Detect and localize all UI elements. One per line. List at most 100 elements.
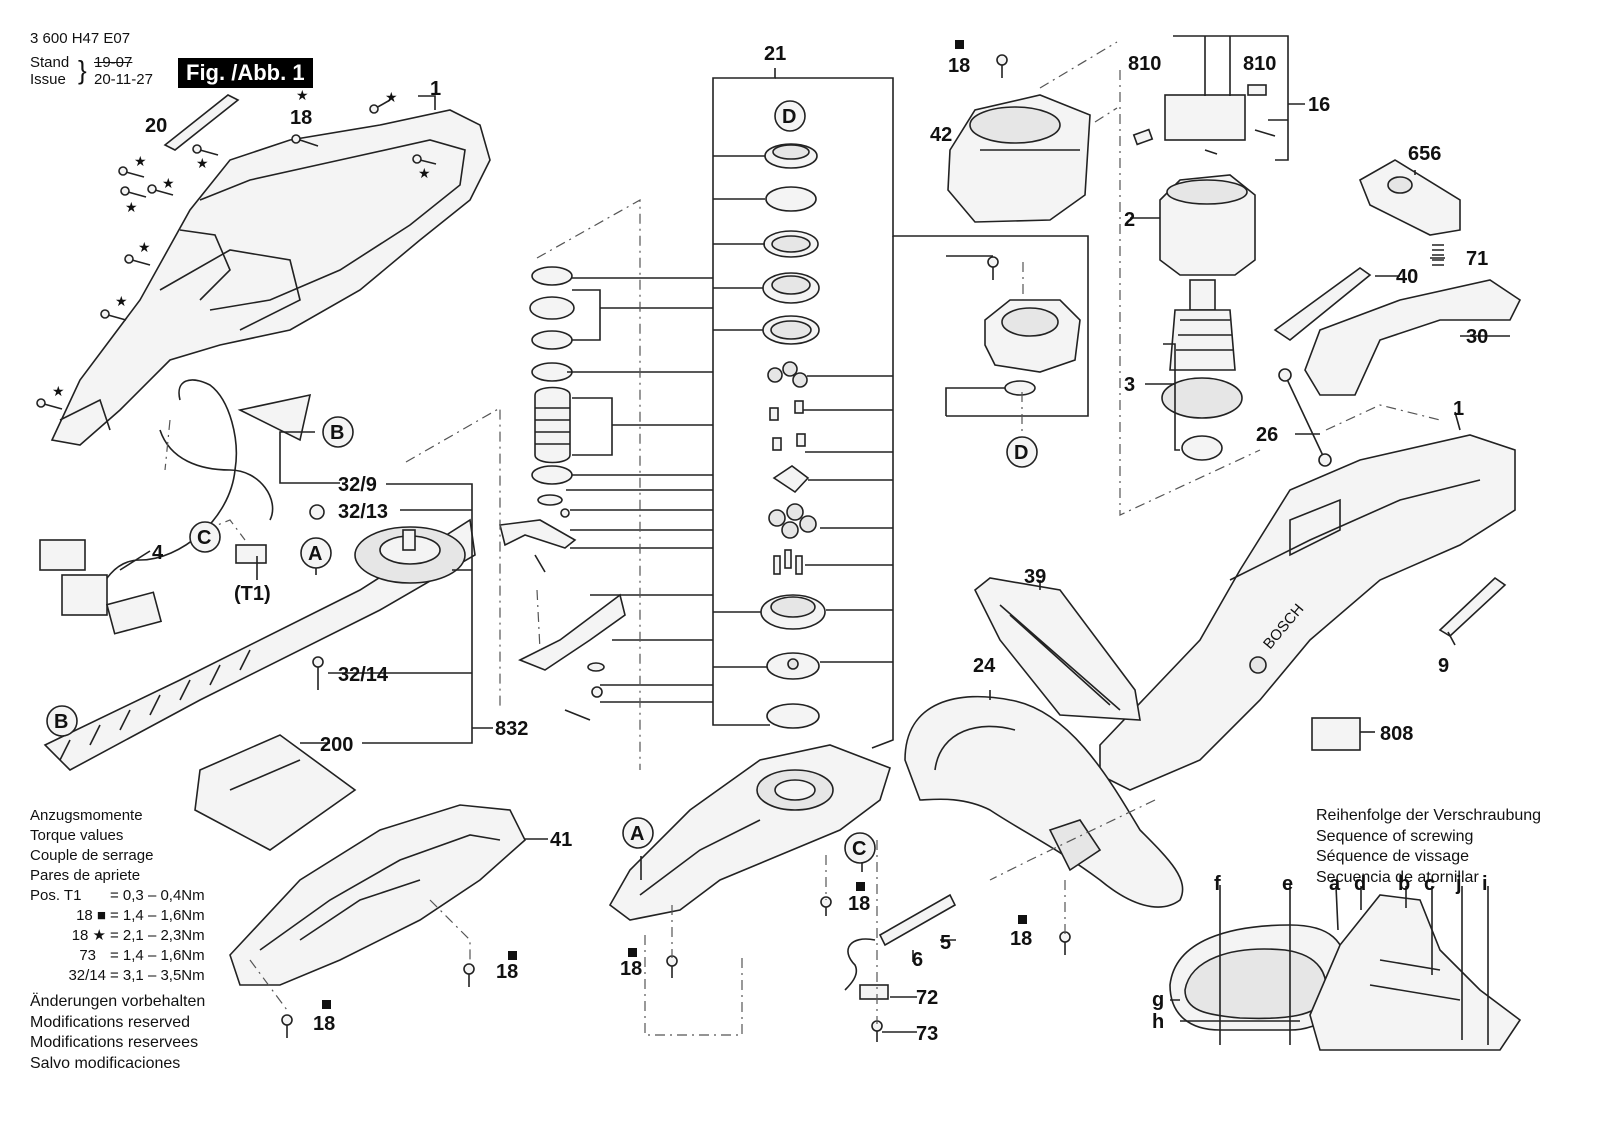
screw-group-star [36,99,437,410]
callout-32-13: 32/13 [338,501,388,523]
callout-9: 9 [1438,655,1449,677]
torque-pos: 18 ★ [71,927,106,944]
callout-42: 42 [930,124,952,146]
circle-C-housing: C [852,838,866,860]
torque-value: = 3,1 – 3,5Nm [110,967,205,984]
terminal-T1 [235,544,267,564]
spring-71 [1432,244,1444,266]
housing-half-upper-left [50,109,491,446]
callout-40: 40 [1396,266,1418,288]
svg-text:★: ★ [52,384,65,400]
modifications-es: Salvo modificaciones [30,1054,181,1072]
sequence-es: Secuencia de atornillar [1316,868,1479,886]
washer-stack-left [499,266,626,721]
stand-label: Stand [30,54,70,71]
switch-lever-40 [1273,267,1372,341]
seq-letter-b: b [1398,873,1410,895]
blade-guard-200 [194,734,357,851]
front-hand-guard-24 [904,695,1184,908]
torque-row: 18 ★= 2,1 – 2,3Nm [30,926,205,946]
torque-value: = 2,1 – 2,3Nm [110,927,205,944]
modifications-note: Änderungen vorbehalten Modifications res… [30,992,205,1074]
torque-row: 32/14= 3,1 – 3,5Nm [30,966,205,986]
torque-title-es: Pares de apriete [30,867,141,884]
modifications-de: Änderungen vorbehalten [30,993,206,1010]
callout-21: 21 [764,43,786,65]
callout-5: 5 [940,932,951,954]
issue-label: Issue [30,71,66,88]
screw-18-guard [1059,931,1071,955]
circle-B-top: B [330,422,344,444]
handle-cap-656 [1358,159,1461,236]
seq-letter-e: e [1282,873,1293,895]
torque-pos: 32/14 [68,967,106,984]
sequence-fr: Séquence de vissage [1316,848,1469,865]
callout-18-gear-housing: 18 [620,958,642,980]
callout-72: 72 [916,987,938,1009]
figure-label: Fig. /Abb. 1 [178,58,313,88]
callout-656: 656 [1408,143,1441,165]
callout-6: 6 [912,949,923,971]
torque-values-table: Anzugsmomente Torque values Couple de se… [30,806,205,986]
seq-letter-i: i [1482,873,1488,895]
torque-pos: 73 [79,947,96,964]
svg-text:★: ★ [296,88,309,104]
cable-harness-4 [39,379,274,635]
callout-4: 4 [152,542,164,564]
label-808 [1311,717,1361,751]
callout-labels: 1 20 18 4 (T1) 32/9 32/13 32/14 832 200 … [145,43,1488,1045]
callout-832: 832 [495,718,528,740]
seq-letter-f: f [1214,873,1221,895]
callout-39: 39 [1024,566,1046,588]
circle-C-cable: C [197,527,211,549]
svg-text:★: ★ [134,154,147,170]
modifications-en: Modifications reserved [30,1013,191,1031]
callout-18-center: 18 [848,893,870,915]
circle-A-housing: A [630,823,644,845]
callout-18-fan: 18 [948,55,970,77]
handle-switch-30 [1304,279,1522,396]
gear-housing [608,744,891,921]
brace-glyph: } [78,55,87,85]
callout-810-left: 810 [1128,53,1161,75]
gear-stack [760,143,826,729]
callout-73: 73 [916,1023,938,1045]
seq-letter-j: j [1455,873,1462,895]
screw-sequence-diagram [1169,894,1522,1051]
link-rod-26 [1278,368,1332,467]
seq-letter-c: c [1424,873,1435,895]
housing-half-right-1: BOSCH [1099,434,1516,791]
leader-lines [119,35,1510,1045]
callout-T1: (T1) [234,583,271,605]
seq-letter-g: g [1152,989,1164,1011]
callout-32-9: 32/9 [338,474,377,496]
svg-text:★: ★ [418,166,431,182]
circle-B-blade: B [54,711,68,733]
cable-and-clamp [666,893,957,1042]
callout-808: 808 [1380,723,1413,745]
circle-D-top: D [782,106,796,128]
armature-3 [1161,279,1243,461]
callout-18-top-left: 18 [290,107,312,129]
callout-18-lower-left: 18 [313,1013,335,1035]
bearing-plate [984,256,1081,396]
callout-32-14: 32/14 [338,664,389,686]
seq-letter-a: a [1329,873,1341,895]
torque-value: = 1,4 – 1,6Nm [110,947,205,964]
callout-200: 200 [320,734,353,756]
torque-row: Pos. T1= 0,3 – 0,4Nm [30,886,205,906]
sequence-en: Sequence of screwing [1316,827,1474,845]
callout-3: 3 [1124,374,1135,396]
torque-title-en: Torque values [30,827,124,844]
seq-letter-h: h [1152,1011,1164,1033]
air-vent-cover-39 [973,577,1141,721]
torque-title-fr: Couple de serrage [30,847,154,864]
star-markers: ★★★ ★★★ ★★★★ [52,88,431,400]
svg-text:★: ★ [125,200,138,216]
callout-71: 71 [1466,248,1488,270]
callout-24: 24 [973,655,996,677]
callout-1-left: 1 [430,78,441,100]
stator-2 [1159,174,1256,276]
